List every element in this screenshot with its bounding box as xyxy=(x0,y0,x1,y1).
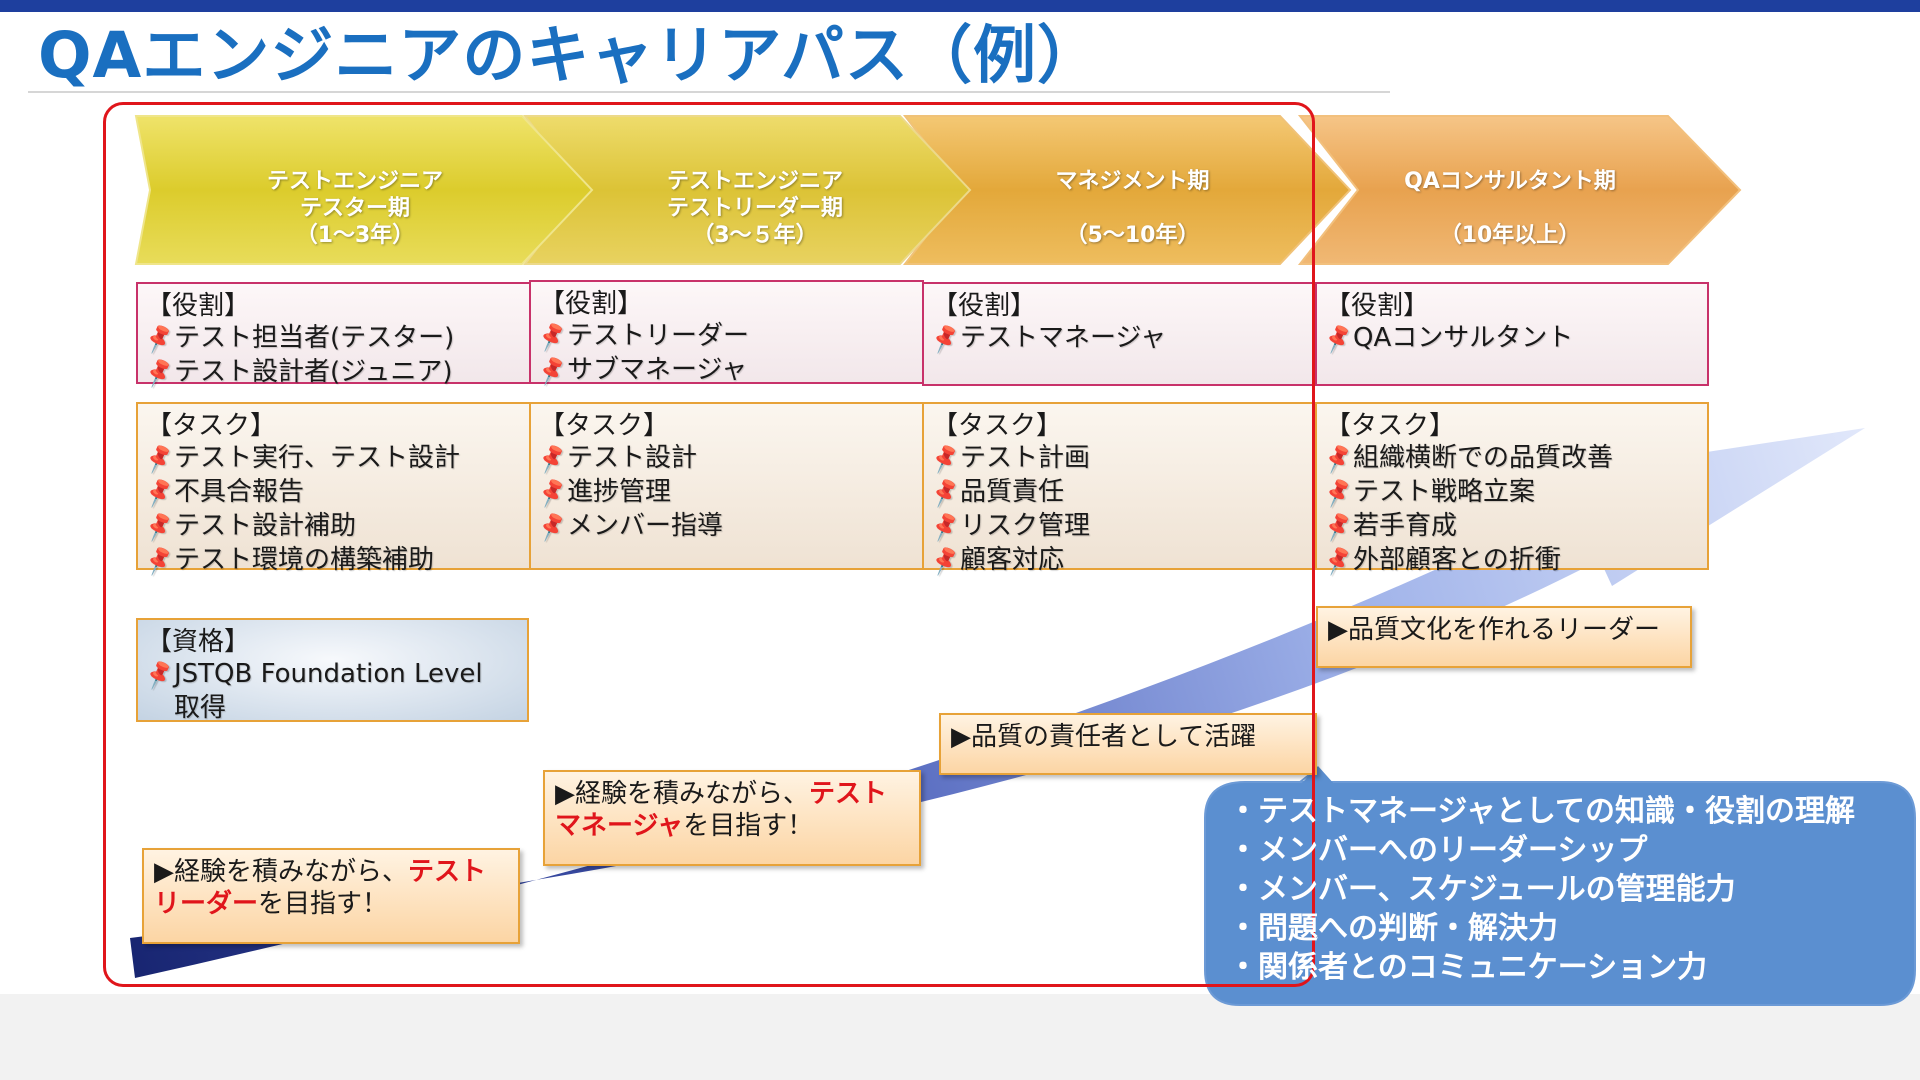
list-item: 📌テスト環境の構築補助 xyxy=(142,544,521,578)
list-item: 📌進捗管理 xyxy=(535,476,914,510)
list-item: 📌テスト担当者(テスター) xyxy=(142,322,521,356)
list-item: 📌QAコンサルタント xyxy=(1321,322,1699,356)
list-item: 📌若手育成 xyxy=(1321,510,1699,544)
role-box-2: 【役割】 📌テストリーダー 📌サブマネージャ xyxy=(529,280,924,388)
role-header: 【役割】 xyxy=(539,289,644,319)
stage-label-4: QAコンサルタント期 （10年以上） xyxy=(1404,169,1616,248)
list-item: 📌テスト戦略立案 xyxy=(1321,476,1699,510)
role-header: 【役割】 xyxy=(1325,291,1430,321)
task-header: 【タスク】 xyxy=(539,411,670,441)
role-box-4: 【役割】 📌QAコンサルタント xyxy=(1315,282,1709,386)
top-accent-bar xyxy=(0,0,1920,12)
list-item: 📌品質責任 xyxy=(928,476,1307,510)
list-item: 📌JSTQB Foundation Level xyxy=(142,658,519,692)
task-box-1: 【タスク】 📌テスト実行、テスト設計 📌不具合報告 📌テスト設計補助 📌テスト環… xyxy=(136,402,531,578)
task-header: 【タスク】 xyxy=(146,411,277,441)
list-item: 📌組織横断での品質改善 xyxy=(1321,442,1699,476)
task-box-4: 【タスク】 📌組織横断での品質改善 📌テスト戦略立案 📌若手育成 📌外部顧客との… xyxy=(1315,402,1709,578)
role-box-3: 【役割】 📌テストマネージャ xyxy=(922,282,1317,386)
list-item: 📌テスト設計 xyxy=(535,442,914,476)
task-header: 【タスク】 xyxy=(1325,411,1456,441)
goal-box-2: ▶経験を積みながら、テスト マネージャを目指す！ xyxy=(543,770,921,866)
callout-item: ・関係者とのコミュニケーション力 xyxy=(1228,950,1708,985)
stage-label-1: テストエンジニア テスター期 （1～3年） xyxy=(266,169,443,248)
list-item: 📌メンバー指導 xyxy=(535,510,914,544)
callout-pointer xyxy=(1300,766,1335,785)
stage-label-2: テストエンジニア テストリーダー期 （3～５年） xyxy=(666,169,843,248)
callout-item: ・メンバーへのリーダーシップ xyxy=(1228,833,1648,868)
qualification-header: 【資格】 xyxy=(146,627,251,657)
list-item: 📌テスト設計者(ジュニア) xyxy=(142,356,521,390)
list-item: 📌サブマネージャ xyxy=(535,354,914,388)
goal-box-3: ▶品質の責任者として活躍 xyxy=(939,713,1317,775)
bottom-band xyxy=(0,994,1920,1080)
stage-chevron-4 xyxy=(1297,115,1742,265)
goal-box-4: ▶品質文化を作れるリーダー xyxy=(1316,606,1692,668)
list-item-continued: 取得 xyxy=(174,693,227,723)
list-item: 📌テストリーダー xyxy=(535,320,914,354)
list-item: 📌テスト実行、テスト設計 xyxy=(142,442,521,476)
callout-item: ・問題への判断・解決力 xyxy=(1228,911,1558,946)
page-title: QAエンジニアのキャリアパス（例） xyxy=(38,19,1102,92)
list-item: 📌テスト設計補助 xyxy=(142,510,521,544)
list-item: 📌リスク管理 xyxy=(928,510,1307,544)
role-header: 【役割】 xyxy=(932,291,1037,321)
qualification-box: 【資格】 📌JSTQB Foundation Level 取得 xyxy=(136,618,529,723)
stage-label-3: マネジメント期 （5～10年） xyxy=(1055,169,1210,248)
list-item: 📌外部顧客との折衝 xyxy=(1321,544,1699,578)
callout-item: ・テストマネージャとしての知識・役割の理解 xyxy=(1228,794,1855,829)
list-item: 📌テストマネージャ xyxy=(928,322,1307,356)
callout-bubble xyxy=(1204,767,1916,1006)
task-box-2: 【タスク】 📌テスト設計 📌進捗管理 📌メンバー指導 xyxy=(529,402,924,570)
list-item: 📌顧客対応 xyxy=(928,544,1307,578)
task-header: 【タスク】 xyxy=(932,411,1063,441)
role-header: 【役割】 xyxy=(146,291,251,321)
title-underline xyxy=(28,91,1390,93)
stage-chevron-1 xyxy=(134,115,594,265)
callout-skills-list: ・テストマネージャとしての知識・役割の理解 ・メンバーへのリーダーシップ ・メン… xyxy=(1228,792,1855,987)
highlight-frame xyxy=(103,102,1315,987)
list-item: 📌テスト計画 xyxy=(928,442,1307,476)
list-item: 📌不具合報告 xyxy=(142,476,521,510)
goal-box-1: ▶経験を積みながら、テスト リーダーを目指す！ xyxy=(142,848,520,944)
callout-item: ・メンバー、スケジュールの管理能力 xyxy=(1228,872,1736,907)
